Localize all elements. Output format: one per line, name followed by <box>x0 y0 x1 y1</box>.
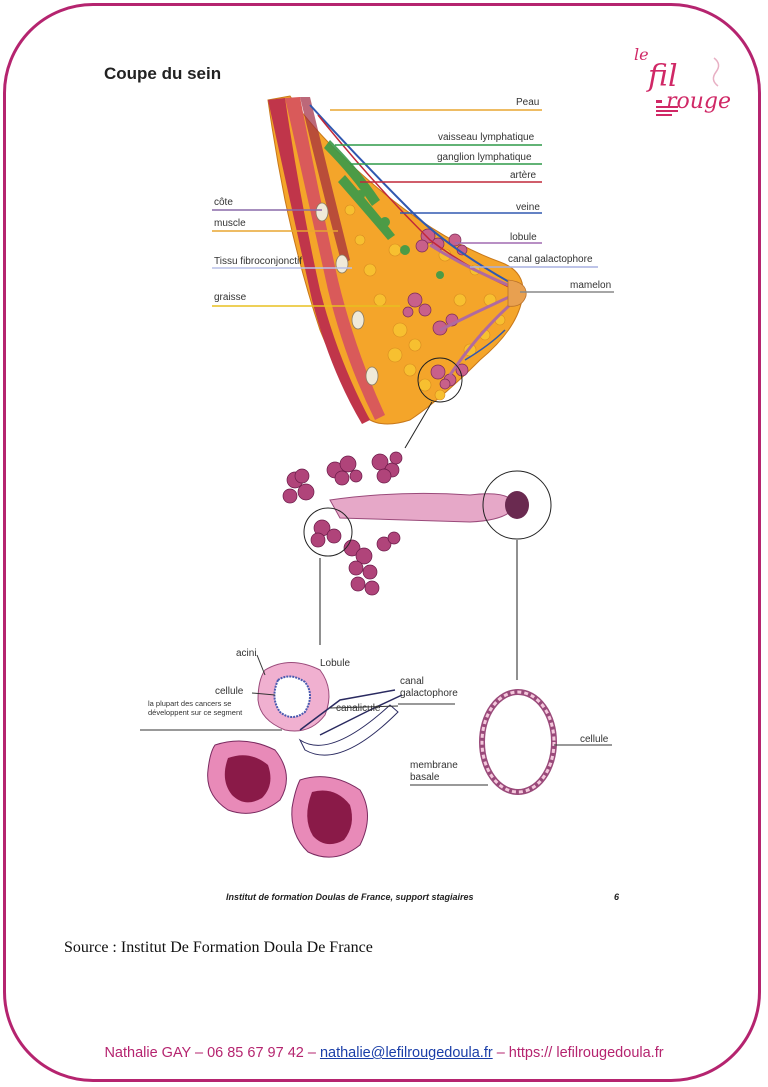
footer-email-link[interactable]: nathalie@lefilrougedoula.fr <box>319 1045 493 1061</box>
sheet-caption: Institut de formation Doulas de France, … <box>226 892 474 902</box>
label-canalicule: canalicule <box>336 703 381 714</box>
label-cancers-note: la plupart des cancers se développent su… <box>148 699 243 717</box>
breast-cross-section <box>267 95 527 449</box>
footer-contact: Nathalie GAY – 06 85 67 97 42 – nathalie… <box>0 1045 768 1061</box>
label-veine: veine <box>516 202 540 213</box>
footer-suffix: – https:// lefilrougedoula.fr <box>492 1045 664 1061</box>
label-cellule: cellule <box>215 686 244 697</box>
source-line: Source : Institut De Formation Doula De … <box>64 939 373 956</box>
label-artere: artère <box>510 170 537 181</box>
label-mamelon: mamelon <box>570 280 612 291</box>
label-peau: Peau <box>516 97 540 108</box>
label-vaisseau-lymphatique: vaisseau lymphatique <box>438 132 535 143</box>
label-cote: côte <box>214 197 233 208</box>
logo-fil: fil <box>646 59 678 94</box>
label-ganglion-lymphatique: ganglion lymphatique <box>437 152 532 163</box>
lobule-enlargement <box>282 451 552 680</box>
footer-prefix: Nathalie GAY – 06 85 67 97 42 – <box>104 1045 320 1061</box>
label-acini: acini <box>236 648 257 659</box>
page-number: 6 <box>614 892 620 902</box>
label-membrane-basale: membrane basale <box>410 760 458 783</box>
label-lobule-detail: Lobule <box>320 658 351 669</box>
label-tissu-fibroconjonctif: Tissu fibroconjonctif <box>214 256 302 267</box>
acini-detail <box>140 654 612 858</box>
page-title: Coupe du sein <box>104 64 222 83</box>
le-fil-rouge-logo: le fil rouge <box>622 38 730 138</box>
label-lobule: lobule <box>510 232 537 243</box>
label-muscle: muscle <box>214 218 246 229</box>
label-cellule-right: cellule <box>580 734 609 745</box>
label-canal-galactophore-detail: canal galactophore <box>400 676 458 699</box>
label-canal-galactophore: canal galactophore <box>508 254 593 265</box>
logo-rouge: rouge <box>666 89 730 114</box>
logo-le: le <box>634 45 649 64</box>
page-border <box>3 3 761 1082</box>
label-graisse: graisse <box>214 292 247 303</box>
